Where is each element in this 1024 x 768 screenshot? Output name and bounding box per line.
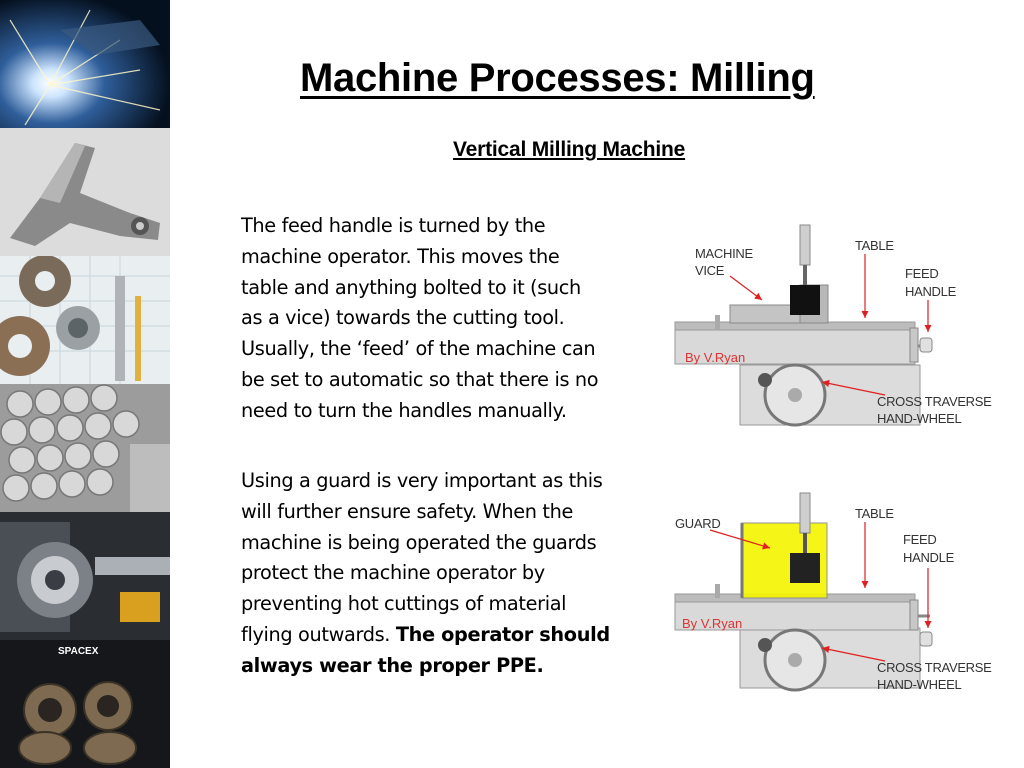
welding-sparks-image bbox=[0, 0, 170, 128]
paragraph-text: flying outwards. bbox=[241, 622, 396, 646]
machined-bracket-image bbox=[0, 128, 170, 256]
paragraph-line: Using a guard is very important as this bbox=[241, 469, 603, 492]
paragraph-line: machine is being operated the guards bbox=[241, 530, 597, 554]
guard-label: GUARD bbox=[675, 516, 720, 531]
feed-handle-label: HANDLE bbox=[905, 284, 957, 299]
feed-handle-paragraph: The feed handle is turned by the machine… bbox=[241, 211, 651, 427]
cross-traverse-label: CROSS TRAVERSE bbox=[877, 660, 992, 675]
paragraph-line: Usually, the ‘feed’ of the machine can bbox=[241, 337, 596, 361]
paragraph-line: need to turn the handles manually. bbox=[241, 398, 567, 422]
feed-handle-label: HANDLE bbox=[903, 550, 955, 565]
machine-vice-label: MACHINE bbox=[695, 246, 753, 261]
paragraph-line: will further ensure safety. When the bbox=[241, 499, 573, 523]
ppe-warning-line: always wear the proper PPE. bbox=[241, 653, 544, 677]
slide-title: Machine Processes: Milling bbox=[300, 56, 815, 100]
steel-bars-image bbox=[0, 384, 170, 512]
sidebar-photo-strip: SPACEX bbox=[0, 0, 170, 768]
gears-bearing-image bbox=[0, 256, 170, 384]
credit-label: By V.Ryan bbox=[682, 616, 742, 631]
paragraph-line: The feed handle is turned by the bbox=[241, 214, 546, 237]
feed-handle-label: FEED bbox=[905, 266, 938, 281]
cross-traverse-label: HAND-WHEEL bbox=[877, 677, 961, 692]
table-label: TABLE bbox=[855, 506, 894, 521]
spacex-engine-image: SPACEX bbox=[0, 640, 170, 768]
credit-label: By V.Ryan bbox=[685, 350, 745, 365]
paragraph-line: protect the machine operator by bbox=[241, 561, 545, 585]
table-label: TABLE bbox=[855, 238, 894, 253]
milling-machine-vice-diagram: MACHINE VICE TABLE FEED HANDLE CROSS TRA… bbox=[670, 220, 1000, 435]
spacex-logo: SPACEX bbox=[58, 646, 99, 657]
paragraph-line: machine operator. This moves the bbox=[241, 244, 560, 268]
cnc-lathe-image bbox=[0, 512, 170, 640]
paragraph-line: as a vice) towards the cutting tool. bbox=[241, 306, 565, 330]
ppe-warning-text: The operator should bbox=[395, 622, 610, 646]
cross-traverse-label: CROSS TRAVERSE bbox=[877, 394, 992, 409]
machine-vice-label: VICE bbox=[695, 263, 725, 278]
guard-safety-paragraph: Using a guard is very important as this … bbox=[241, 466, 651, 682]
feed-handle-label: FEED bbox=[903, 532, 936, 547]
paragraph-line: be set to automatic so that there is no bbox=[241, 367, 599, 391]
cross-traverse-label: HAND-WHEEL bbox=[877, 411, 961, 426]
paragraph-line: table and anything bolted to it (such bbox=[241, 275, 581, 299]
slide-subtitle: Vertical Milling Machine bbox=[453, 138, 686, 161]
paragraph-line: flying outwards. The operator should bbox=[241, 620, 651, 651]
paragraph-line: preventing hot cuttings of material bbox=[241, 592, 567, 616]
milling-machine-guard-diagram: GUARD TABLE FEED HANDLE CROSS TRAVERSE H… bbox=[670, 488, 1000, 703]
